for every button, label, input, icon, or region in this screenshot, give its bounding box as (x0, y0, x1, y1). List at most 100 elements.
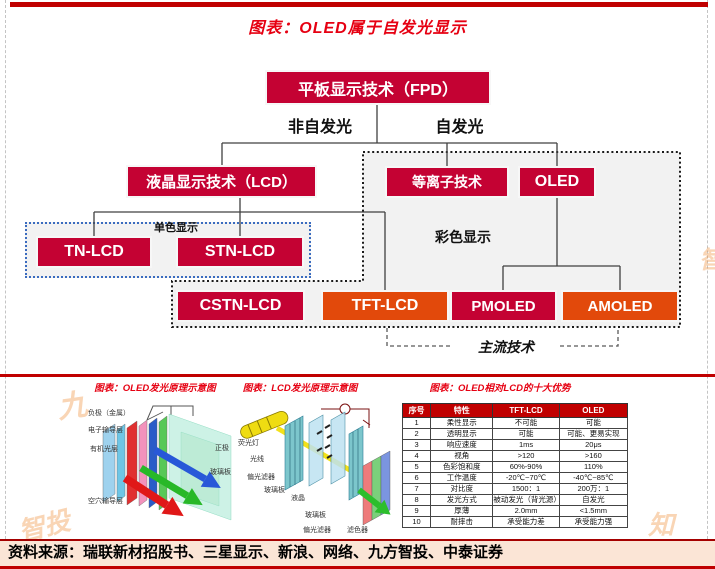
node-plasma: 等离子技术 (387, 168, 507, 196)
table-cell: 视角 (430, 450, 494, 462)
table-figure-title: 图表：OLED相对LCD的十大优势 (429, 383, 571, 394)
table-cell: 自发光 (558, 494, 629, 506)
watermark-text: 知 (648, 510, 675, 540)
table-cell: 色彩饱和度 (430, 461, 494, 473)
table-cell: 1 (401, 417, 432, 429)
table-cell: 2 (401, 428, 432, 440)
table-cell: 承受能力差 (492, 516, 560, 528)
table-cell: 柔性显示 (430, 417, 494, 429)
branch-label-emissive: 自发光 (435, 119, 484, 136)
lcd-principle-diagram (240, 403, 391, 526)
node-fpd: 平板显示技术（FPD） (267, 72, 489, 103)
node-tft-lcd: TFT-LCD (323, 292, 447, 320)
table-cell: 不可能 (492, 417, 560, 429)
table-header-cell: TFT-LCD (492, 403, 560, 418)
table-cell: 厚薄 (430, 505, 494, 517)
watermark-text: 智 (699, 240, 715, 275)
table-cell: 工作温度 (430, 472, 494, 484)
source-bar: 资料来源：瑞联新材招股书、三星显示、新浪、网络、九方智投、中泰证券 (0, 539, 715, 569)
right-dashed-border (707, 0, 708, 569)
node-tn-lcd: TN-LCD (38, 238, 150, 266)
top-red-bar (10, 2, 708, 7)
node-cstn-lcd: CSTN-LCD (178, 292, 303, 320)
leader-line (146, 411, 164, 421)
table-cell: 6 (401, 472, 432, 484)
table-cell: 对比度 (430, 483, 494, 495)
lcd-label-glass-1: 玻璃板 (264, 487, 285, 494)
table-cell: 1ms (492, 439, 560, 451)
table-cell: 7 (401, 483, 432, 495)
table-header-cell: 序号 (401, 403, 432, 418)
table-cell: >120 (492, 450, 560, 462)
left-dashed-border (5, 0, 6, 569)
section-divider-rule (0, 374, 715, 377)
lcd-label-liquid-crystal: 液晶 (291, 495, 305, 502)
page-title: 图表：OLED属于自发光显示 (248, 20, 467, 37)
table-cell: 5 (401, 461, 432, 473)
table-cell: >160 (558, 450, 629, 462)
table-cell: 60%-90% (492, 461, 560, 473)
group-label-monochrome: 单色显示 (154, 222, 198, 234)
table-cell: 透明显示 (430, 428, 494, 440)
table-cell: -20℃~70℃ (492, 472, 560, 484)
table-cell: 20μs (558, 439, 629, 451)
lcd-label-polarizer-2: 偏光滤器 (303, 527, 331, 534)
table-cell: 200万：1 (558, 483, 629, 495)
output-light-arrow (357, 487, 391, 515)
table-cell: 1500：1 (492, 483, 560, 495)
node-stn-lcd: STN-LCD (178, 238, 302, 266)
table-cell: 耐摔击 (430, 516, 494, 528)
lcd-figure-title: 图表：LCD发光原理示意图 (242, 383, 358, 394)
table-cell: 8 (401, 494, 432, 506)
group-label-mainstream: 主流技术 (478, 339, 534, 355)
table-cell: 承受能力强 (558, 516, 629, 528)
table-cell: 2.0mm (492, 505, 560, 517)
table-header-cell: 特性 (430, 403, 494, 418)
lcd-layer-stack (284, 411, 364, 501)
table-cell: 110% (558, 461, 629, 473)
liquid-crystal-molecules (316, 424, 333, 459)
table-cell: 4 (401, 450, 432, 462)
oled-label-glass: 玻璃板 (210, 469, 231, 476)
lcd-label-polarizer-1: 偏光滤器 (247, 474, 275, 481)
group-label-color: 彩色显示 (435, 229, 491, 245)
oled-label-hole-layer: 空穴输导层 (88, 498, 123, 505)
lcd-label-color-filter: 滤色器 (347, 527, 368, 534)
oled-label-organic-layer: 有机光层 (90, 446, 118, 453)
table-cell: 可能 (492, 428, 560, 440)
table-cell: 10 (401, 516, 432, 528)
lcd-label-light: 光线 (250, 456, 264, 463)
table-cell: 9 (401, 505, 432, 517)
lcd-label-glass-2: 玻璃板 (305, 512, 326, 519)
table-cell: 被动发光（背光源） (492, 494, 560, 506)
table-cell: 3 (401, 439, 432, 451)
lcd-label-lamp: 荧光灯 (238, 440, 259, 447)
branch-label-non-emissive: 非自发光 (287, 119, 352, 136)
table-cell: 发光方式 (430, 494, 494, 506)
oled-figure-title: 图表：OLED发光原理示意图 (94, 383, 216, 394)
oled-label-cathode: 负极（金属） (88, 410, 130, 417)
node-lcd: 液晶显示技术（LCD） (128, 167, 315, 196)
node-amoled: AMOLED (563, 292, 677, 320)
backlight-lamp (240, 411, 289, 439)
electrode-wires (146, 405, 194, 421)
table-cell: 可能、更易实现 (558, 428, 629, 440)
table-cell: -40℃~85℃ (558, 472, 629, 484)
table-header-row: 序号 特性 TFT-LCD OLED (401, 403, 629, 418)
table-cell: <1.5mm (558, 505, 629, 517)
table-header-cell: OLED (558, 403, 629, 418)
oled-label-electron-layer: 电子输导层 (88, 427, 123, 434)
emitted-light-arrows (122, 446, 221, 517)
table-cell: 可能 (558, 417, 629, 429)
circuit (321, 403, 371, 428)
